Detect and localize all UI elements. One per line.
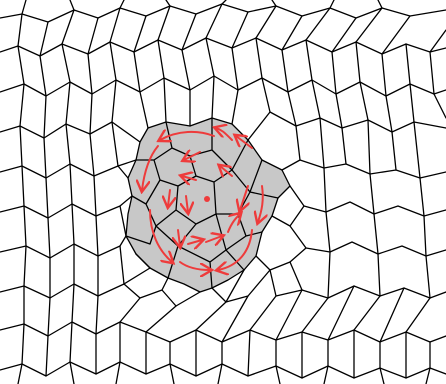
center-marker <box>204 196 210 202</box>
